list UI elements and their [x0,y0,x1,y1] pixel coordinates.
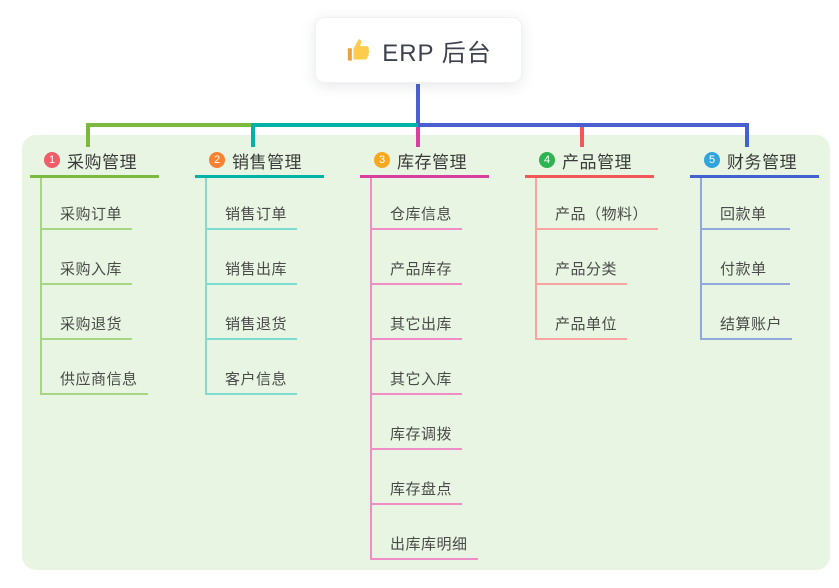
branch-topic-node[interactable]: 3 库存管理 [360,145,489,178]
branch-1: 1 采购管理采购订单采购入库采购退货供应商信息 [30,145,159,395]
child-node[interactable]: 供应商信息 [42,340,148,395]
child-node-label: 库存调拨 [390,426,453,443]
child-node-label: 产品分类 [555,261,618,278]
child-node[interactable]: 其它出库 [372,285,463,340]
child-node-label: 供应商信息 [60,371,138,388]
branch-topic-label: 财务管理 [727,152,797,172]
child-node[interactable]: 采购订单 [42,178,133,230]
child-node-label: 销售订单 [225,206,288,223]
branch-number-badge: 4 [539,152,555,168]
connector-bar-finance [418,123,749,127]
branch-topic-node[interactable]: 4 产品管理 [525,145,654,178]
child-node-label: 销售出库 [225,261,288,278]
child-node[interactable]: 库存盘点 [372,450,463,505]
child-node[interactable]: 产品（物料） [537,178,659,230]
branch-number-badge: 2 [209,152,225,168]
child-node[interactable]: 销售出库 [207,230,298,285]
child-node[interactable]: 回款单 [702,178,790,230]
branches-background-panel [22,135,830,570]
connector-drop-inventory [416,127,420,147]
child-node-label: 客户信息 [225,371,288,388]
child-node[interactable]: 出库库明细 [372,505,478,560]
branch-children-list: 仓库信息产品库存其它出库其它入库库存调拨库存盘点出库库明细 [370,178,478,560]
child-node[interactable]: 产品分类 [537,230,628,285]
child-node[interactable]: 仓库信息 [372,178,463,230]
child-node[interactable]: 结算账户 [702,285,793,340]
branch-children-list: 回款单付款单结算账户 [700,178,793,340]
child-node-label: 销售退货 [225,316,288,333]
branch-topic-label: 库存管理 [397,152,467,172]
branch-topic-node[interactable]: 2 销售管理 [195,145,324,178]
branch-children-list: 产品（物料） 产品分类产品单位 [535,178,659,340]
child-node[interactable]: 销售退货 [207,285,298,340]
root-node-title: ERP 后台 [382,39,492,67]
child-node[interactable]: 采购退货 [42,285,133,340]
child-node-label: 库存盘点 [390,481,453,498]
child-node-label: 产品库存 [390,261,453,278]
child-node[interactable]: 付款单 [702,230,790,285]
child-node[interactable]: 其它入库 [372,340,463,395]
child-node-label: 仓库信息 [390,206,453,223]
branch-number-badge: 1 [44,152,60,168]
connector-drop-purchase [86,123,90,147]
branch-5: 5 财务管理回款单付款单结算账户 [690,145,819,340]
connector-drop-sales [251,123,255,147]
branch-number-badge: 3 [374,152,390,168]
connector-bar-purchase [86,123,255,127]
child-node-label: 采购订单 [60,206,123,223]
child-node-label: 结算账户 [720,316,783,333]
connector-bar-sales [251,123,420,127]
branch-children-list: 销售订单销售出库销售退货客户信息 [205,178,298,395]
branch-4: 4 产品管理产品（物料） 产品分类产品单位 [525,145,659,340]
branch-topic-label: 采购管理 [67,152,137,172]
branch-topic-label: 产品管理 [562,152,632,172]
thumbs-up-icon [348,38,370,61]
branch-2: 2 销售管理销售订单销售出库销售退货客户信息 [195,145,324,395]
child-node-label: 回款单 [720,206,767,223]
child-node-label: 出库库明细 [390,536,468,553]
branch-topic-node[interactable]: 5 财务管理 [690,145,819,178]
child-node[interactable]: 产品单位 [537,285,628,340]
child-node[interactable]: 销售订单 [207,178,298,230]
child-node[interactable]: 产品库存 [372,230,463,285]
branch-topic-node[interactable]: 1 采购管理 [30,145,159,178]
child-node-label: 产品（物料） [555,206,649,223]
branch-topic-label: 销售管理 [232,152,302,172]
child-node-label: 采购退货 [60,316,123,333]
child-node[interactable]: 客户信息 [207,340,298,395]
child-node-label: 产品单位 [555,316,618,333]
branch-3: 3 库存管理仓库信息产品库存其它出库其它入库库存调拨库存盘点出库库明细 [360,145,489,560]
branch-children-list: 采购订单采购入库采购退货供应商信息 [40,178,148,395]
child-node-label: 其它出库 [390,316,453,333]
child-node[interactable]: 库存调拨 [372,395,463,450]
child-node-label: 其它入库 [390,371,453,388]
child-node-label: 付款单 [720,261,767,278]
root-node-erp[interactable]: ERP 后台 [315,17,522,83]
branch-number-badge: 5 [704,152,720,168]
child-node[interactable]: 采购入库 [42,230,133,285]
connector-drop-product [580,127,584,147]
child-node-label: 采购入库 [60,261,123,278]
root-connector-line [416,84,420,127]
connector-drop-finance [745,123,749,147]
